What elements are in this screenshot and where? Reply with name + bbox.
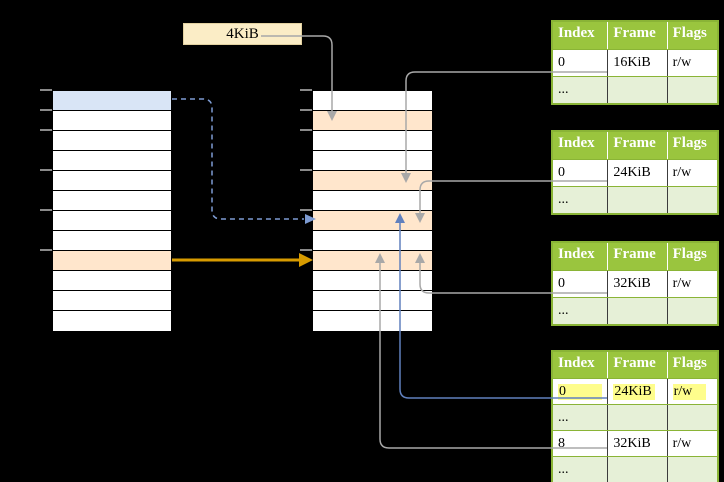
table-cell — [607, 405, 666, 430]
table-row: ... — [553, 404, 717, 430]
table-row: ... — [553, 186, 717, 213]
table-header-row: Index Frame Flags — [553, 132, 717, 159]
memory-row — [313, 111, 432, 131]
memory-row — [53, 271, 171, 291]
memory-row — [313, 311, 432, 331]
table-row: 0 32KiB r/w — [553, 270, 717, 297]
header-flags: Flags — [666, 132, 717, 159]
header-index: Index — [558, 25, 595, 41]
table-cell — [666, 187, 717, 213]
table-cell: 0 — [558, 55, 565, 70]
header-index: Index — [558, 355, 595, 371]
physical-memory-column — [312, 90, 433, 331]
memory-row — [53, 211, 171, 231]
table-cell: ... — [558, 192, 569, 207]
highlighted-value: r/w — [672, 384, 707, 400]
memory-row — [313, 171, 432, 191]
arrow-virtual-page-translation-gold — [172, 253, 313, 267]
table-row: 0 24KiB r/w — [553, 159, 717, 186]
memory-row — [313, 251, 432, 271]
header-frame: Frame — [607, 352, 666, 378]
table-cell: r/w — [666, 271, 717, 297]
virtual-memory-column — [52, 90, 172, 331]
memory-row — [53, 151, 171, 171]
page-table-2: Index Frame Flags 0 24KiB r/w ... — [551, 130, 719, 215]
memory-row — [53, 311, 171, 331]
highlighted-value: 0 — [558, 384, 602, 400]
memory-row — [53, 291, 171, 311]
memory-row — [53, 91, 171, 111]
header-frame: Frame — [607, 243, 666, 270]
table-cell: ... — [558, 303, 569, 318]
table-header-row: Index Frame Flags — [553, 22, 717, 49]
header-flags: Flags — [666, 22, 717, 49]
table-cell: r/w — [666, 50, 717, 76]
table-cell: 16KiB — [607, 50, 666, 76]
page-table-4: Index Frame Flags 0 24KiB r/w ... 8 32Ki… — [551, 350, 719, 482]
page-table-1: Index Frame Flags 0 16KiB r/w ... — [551, 20, 719, 105]
arrow-virtual-page-translation-dashed — [172, 98, 316, 224]
table-row: ... — [553, 297, 717, 324]
table-cell — [666, 457, 717, 482]
header-frame: Frame — [607, 132, 666, 159]
table-cell: 8 — [558, 436, 565, 451]
highlighted-value: 24KiB — [613, 384, 655, 400]
table-cell — [607, 457, 666, 482]
table-row: ... — [553, 76, 717, 103]
header-flags: Flags — [666, 243, 717, 270]
table-cell: 0 — [558, 165, 565, 180]
table-header-row: Index Frame Flags — [553, 243, 717, 270]
header-flags: Flags — [666, 352, 717, 378]
memory-row — [313, 91, 432, 111]
table-cell — [666, 405, 717, 430]
memory-row — [313, 191, 432, 211]
table-cell — [607, 187, 666, 213]
frame-size-label: 4KiB — [183, 23, 302, 45]
table-header-row: Index Frame Flags — [553, 352, 717, 378]
table-cell: 32KiB — [607, 271, 666, 297]
memory-row — [313, 131, 432, 151]
table-cell: r/w — [666, 431, 717, 456]
memory-row — [313, 211, 432, 231]
table-cell — [607, 298, 666, 324]
table-cell — [666, 298, 717, 324]
memory-row — [313, 151, 432, 171]
page-table-3: Index Frame Flags 0 32KiB r/w ... — [551, 241, 719, 326]
table-cell: 24KiB — [607, 379, 666, 404]
memory-row — [53, 251, 171, 271]
table-cell: 0 — [558, 276, 565, 291]
table-cell: ... — [558, 410, 569, 425]
memory-row — [313, 231, 432, 251]
memory-row — [313, 271, 432, 291]
table-row: 0 16KiB r/w — [553, 49, 717, 76]
memory-row — [53, 171, 171, 191]
memory-row — [53, 111, 171, 131]
memory-row — [53, 131, 171, 151]
table-cell: r/w — [666, 160, 717, 186]
header-index: Index — [558, 246, 595, 262]
header-index: Index — [558, 135, 595, 151]
memory-row — [313, 291, 432, 311]
memory-row — [53, 231, 171, 251]
table-row-highlighted: 0 24KiB r/w — [553, 378, 717, 404]
table-cell — [607, 77, 666, 103]
table-cell: 0 — [553, 379, 607, 404]
table-row: ... — [553, 456, 717, 482]
memory-row — [53, 191, 171, 211]
table-cell — [666, 77, 717, 103]
table-cell: ... — [558, 82, 569, 97]
table-row: 8 32KiB r/w — [553, 430, 717, 456]
table-cell: r/w — [666, 379, 717, 404]
header-frame: Frame — [607, 22, 666, 49]
table-cell: 24KiB — [607, 160, 666, 186]
table-cell: ... — [558, 462, 569, 477]
table-cell: 32KiB — [607, 431, 666, 456]
